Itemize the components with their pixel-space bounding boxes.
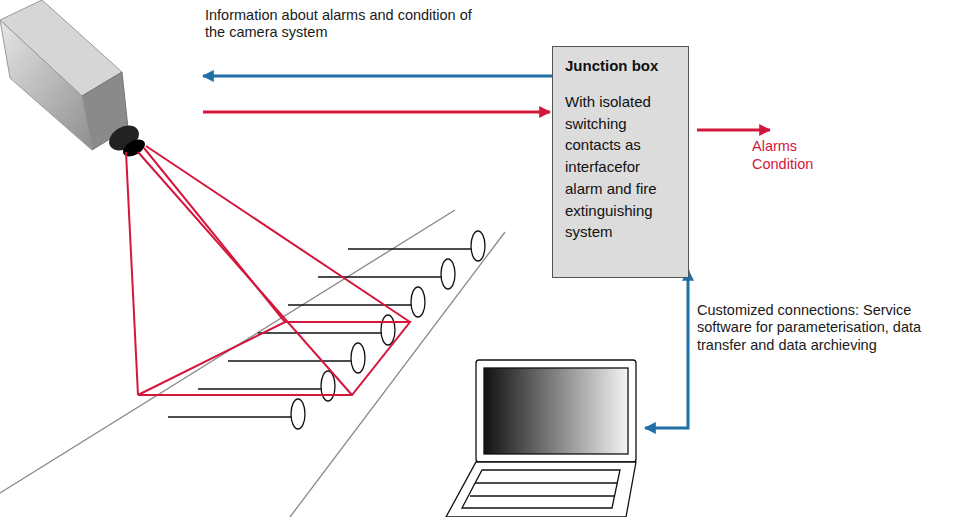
roller (411, 287, 425, 317)
camera-view-field (126, 146, 410, 395)
laptop (446, 360, 636, 517)
roller (351, 343, 365, 373)
junction-box: Junction boxWith isolated switching cont… (552, 46, 689, 278)
connection-note: Customized connections: Service software… (697, 302, 969, 354)
conveyor (0, 210, 505, 517)
box-title: Junction box (565, 55, 678, 77)
roller-line (198, 388, 324, 389)
roller (381, 315, 395, 345)
roller-line (258, 332, 384, 333)
roller (441, 259, 455, 289)
roller (471, 231, 485, 261)
camera (0, 0, 148, 160)
conveyor-rollers (168, 231, 485, 429)
output-label: Condition (752, 156, 872, 173)
roller (291, 399, 305, 429)
output-label: Alarms (752, 138, 872, 155)
roller (321, 371, 335, 401)
info-label: Information about alarms and condition o… (205, 7, 475, 42)
box-description: With isolated switching contacts as inte… (565, 91, 678, 243)
roller-line (168, 416, 294, 417)
roller-line (228, 360, 354, 361)
roller-line (288, 304, 414, 305)
roller-line (348, 248, 474, 249)
roller-line (318, 276, 444, 277)
